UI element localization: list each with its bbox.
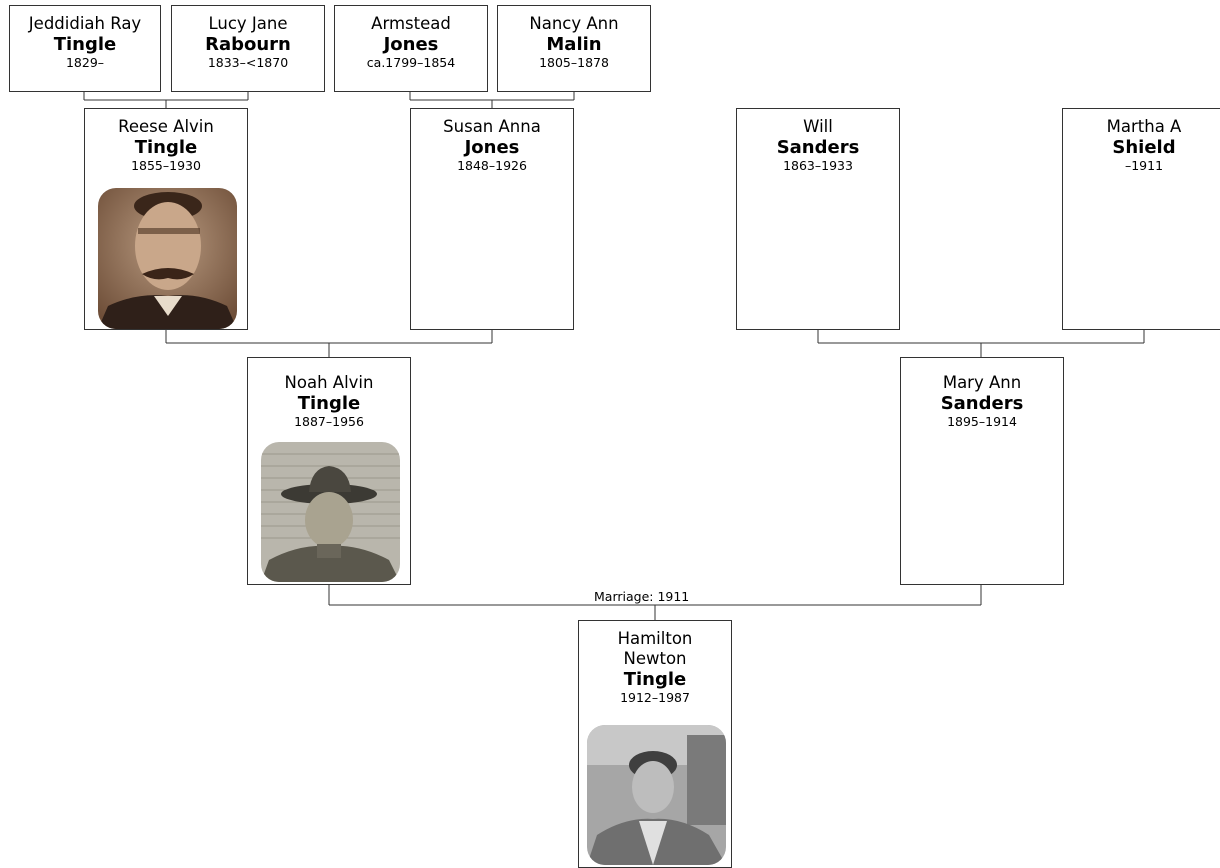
person-card-will-sanders[interactable]: Will Sanders 1863–1933	[736, 108, 900, 330]
marriage-label: Marriage: 1911	[593, 589, 691, 604]
surname: Tingle	[53, 34, 117, 55]
person-card-lucy-jane-rabourn[interactable]: Lucy Jane Rabourn 1833–<1870	[171, 5, 325, 92]
person-card-reese-alvin-tingle[interactable]: Reese Alvin Tingle 1855–1930	[84, 108, 248, 330]
given-name: Noah Alvin	[284, 373, 374, 392]
surname: Shield	[1112, 137, 1176, 158]
given-name: Reese Alvin	[118, 117, 214, 136]
surname: Jones	[464, 137, 520, 158]
person-card-armstead-jones[interactable]: Armstead Jones ca.1799–1854	[334, 5, 488, 92]
given-name: Nancy Ann	[529, 14, 619, 33]
portrait-photo	[587, 725, 726, 865]
person-card-hamilton-newton-tingle[interactable]: Hamilton Newton Tingle 1912–1987	[578, 620, 732, 868]
person-card-nancy-ann-malin[interactable]: Nancy Ann Malin 1805–1878	[497, 5, 651, 92]
given-name: Armstead	[371, 14, 451, 33]
life-dates: 1895–1914	[947, 414, 1017, 429]
surname: Jones	[383, 34, 439, 55]
portrait-photo	[261, 442, 400, 582]
surname: Tingle	[134, 137, 198, 158]
surname: Sanders	[776, 137, 860, 158]
life-dates: 1829–	[65, 55, 105, 70]
given-name: Susan Anna	[443, 117, 541, 136]
life-dates: 1855–1930	[131, 158, 201, 173]
given-name: Martha A	[1106, 117, 1182, 136]
person-card-jeddidiah-ray-tingle[interactable]: Jeddidiah Ray Tingle 1829–	[9, 5, 161, 92]
surname: Tingle	[297, 393, 361, 414]
surname: Malin	[546, 34, 602, 55]
life-dates: 1833–<1870	[207, 55, 289, 70]
surname: Tingle	[623, 669, 687, 690]
life-dates: 1805–1878	[539, 55, 609, 70]
portrait-photo	[98, 188, 237, 329]
life-dates: 1848–1926	[457, 158, 527, 173]
given-name: Lucy Jane	[208, 14, 288, 33]
life-dates: –1911	[1124, 158, 1164, 173]
person-card-noah-alvin-tingle[interactable]: Noah Alvin Tingle 1887–1956	[247, 357, 411, 585]
given-name: Mary Ann	[942, 373, 1022, 392]
life-dates: ca.1799–1854	[366, 55, 456, 70]
life-dates: 1887–1956	[294, 414, 364, 429]
given-name: Will	[803, 117, 833, 136]
person-card-susan-anna-jones[interactable]: Susan Anna Jones 1848–1926	[410, 108, 574, 330]
given-name-line-2: Newton	[623, 649, 687, 668]
life-dates: 1863–1933	[783, 158, 853, 173]
given-name-line-1: Hamilton	[617, 629, 693, 648]
life-dates: 1912–1987	[620, 690, 690, 705]
person-card-mary-ann-sanders[interactable]: Mary Ann Sanders 1895–1914	[900, 357, 1064, 585]
given-name: Jeddidiah Ray	[28, 14, 142, 33]
surname: Rabourn	[205, 34, 291, 55]
surname: Sanders	[940, 393, 1024, 414]
person-card-martha-a-shield[interactable]: Martha A Shield –1911	[1062, 108, 1220, 330]
